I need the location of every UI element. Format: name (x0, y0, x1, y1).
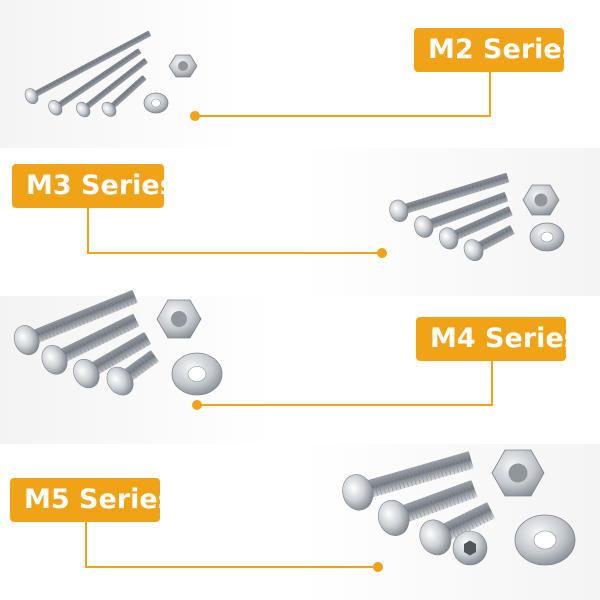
m3-screw-3 (438, 206, 513, 250)
m2-series-label: M2 Series (414, 28, 578, 72)
m4-hardware-group (13, 290, 223, 396)
m2-callout-line (190, 72, 491, 121)
m5-screw-3 (419, 502, 495, 556)
m4-screw-2 (41, 313, 140, 375)
m3-screw-1 (389, 172, 510, 222)
m2-screw-3 (76, 58, 148, 118)
m2-hardware-group (24, 30, 198, 118)
m5-screw-2 (377, 480, 478, 536)
m3-series-label: M3 Series (12, 164, 176, 208)
m3-screw-4 (463, 225, 515, 262)
m4-series-label: M4 Series (416, 317, 580, 361)
m2-screw-2 (48, 48, 142, 116)
m5-callout-line (85, 522, 383, 572)
m4-screw-3 (73, 332, 151, 389)
m5-series-label: M5 Series (10, 478, 174, 522)
m2-screw-4 (101, 75, 147, 117)
m4-callout-line (192, 361, 493, 410)
m2-screw-1 (24, 30, 151, 105)
m5-screw-1 (342, 451, 474, 511)
m5-screw-4 (452, 530, 488, 566)
m3-hardware-group (389, 172, 565, 262)
m3-callout-line (87, 208, 387, 258)
m4-screw-1 (13, 290, 138, 356)
panel-background-m2 (0, 0, 600, 148)
m3-screw-2 (414, 192, 508, 238)
m5-hardware-group (342, 449, 576, 566)
m4-screw-4 (106, 350, 159, 396)
